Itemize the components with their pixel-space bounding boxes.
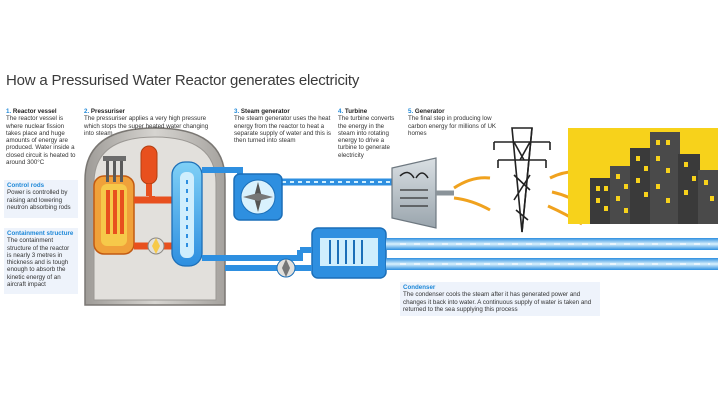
page-title: How a Pressurised Water Reactor generate… [6, 72, 360, 89]
reactor-vessel [93, 175, 135, 255]
step-steam-generator: 3. Steam generator The steam generator u… [234, 108, 331, 145]
condenser-callout: Condenser The condenser cools the steam … [400, 282, 600, 316]
turbine [391, 157, 454, 229]
steam-generator [233, 173, 283, 221]
step-generator: 5. Generator The final step in producing… [408, 108, 497, 137]
step-pressuriser: 2. Pressuriser The pressuriser applies a… [84, 108, 209, 137]
step-reactor-vessel: 1. Reactor vessel The reactor vessel is … [6, 108, 76, 167]
feedwater-return [225, 258, 312, 278]
steam-generator-vessel [171, 161, 203, 267]
control-rods [103, 156, 126, 182]
condenser [300, 227, 387, 279]
pressuriser [140, 145, 158, 196]
control-rods-callout: Control rods Power is controlled by rais… [4, 180, 78, 218]
pylon [493, 127, 551, 233]
cooling-water-pipes [386, 238, 718, 270]
city [568, 128, 718, 224]
containment-callout: Containment structure The containment st… [4, 228, 78, 294]
step-turbine: 4. Turbine The turbine converts the ener… [338, 108, 395, 159]
